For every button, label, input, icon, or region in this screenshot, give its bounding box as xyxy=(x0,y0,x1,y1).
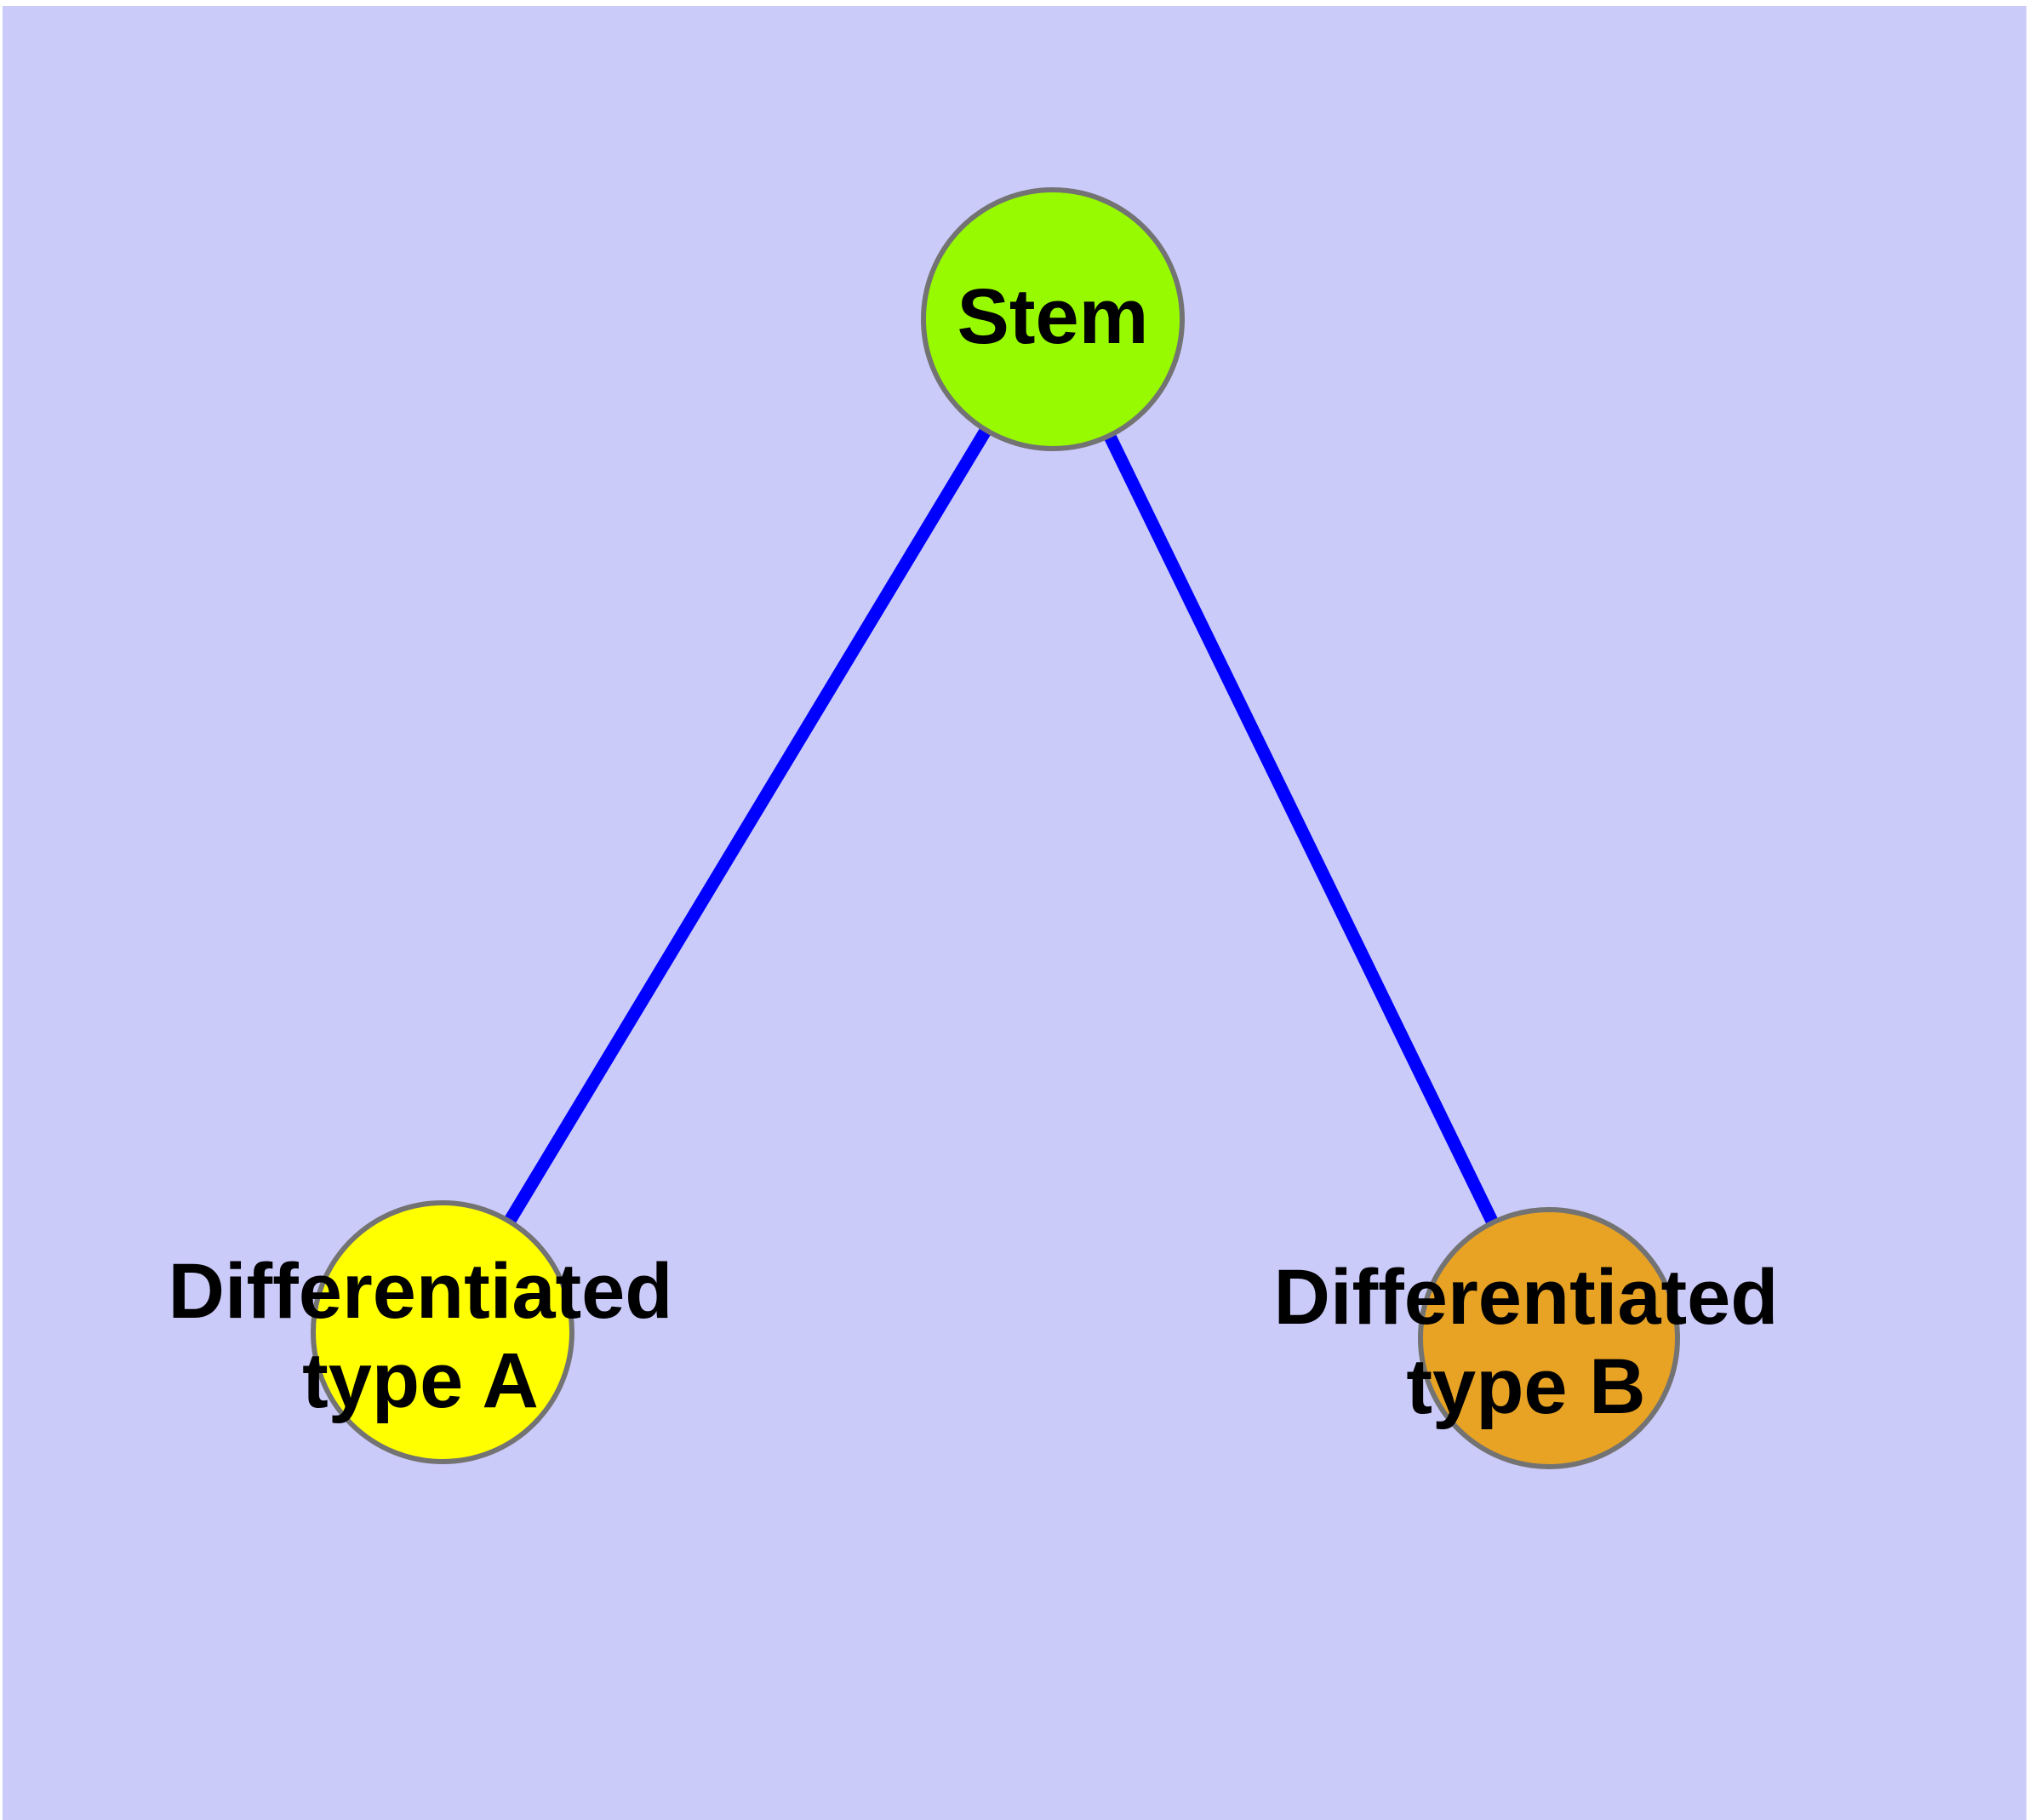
node-stem xyxy=(921,187,1185,451)
node-label-differentiated-type-a-line2: type A xyxy=(302,1337,539,1424)
node-label-stem: Stem xyxy=(957,273,1149,360)
node-differentiated-type-b xyxy=(1418,1207,1680,1469)
node-differentiated-type-a xyxy=(311,1200,574,1464)
nodes-layer xyxy=(311,187,1680,1469)
node-label-differentiated-type-a-line1: Differentiated xyxy=(169,1248,673,1335)
node-label-differentiated-type-b-line1: Differentiated xyxy=(1274,1254,1779,1341)
edges-layer xyxy=(437,316,1555,1342)
edge-stem-to-differentiated-type-a xyxy=(437,316,1059,1336)
node-label-differentiated-type-b-line2: type B xyxy=(1406,1343,1645,1430)
edge-stem-to-differentiated-type-b xyxy=(1047,316,1555,1342)
